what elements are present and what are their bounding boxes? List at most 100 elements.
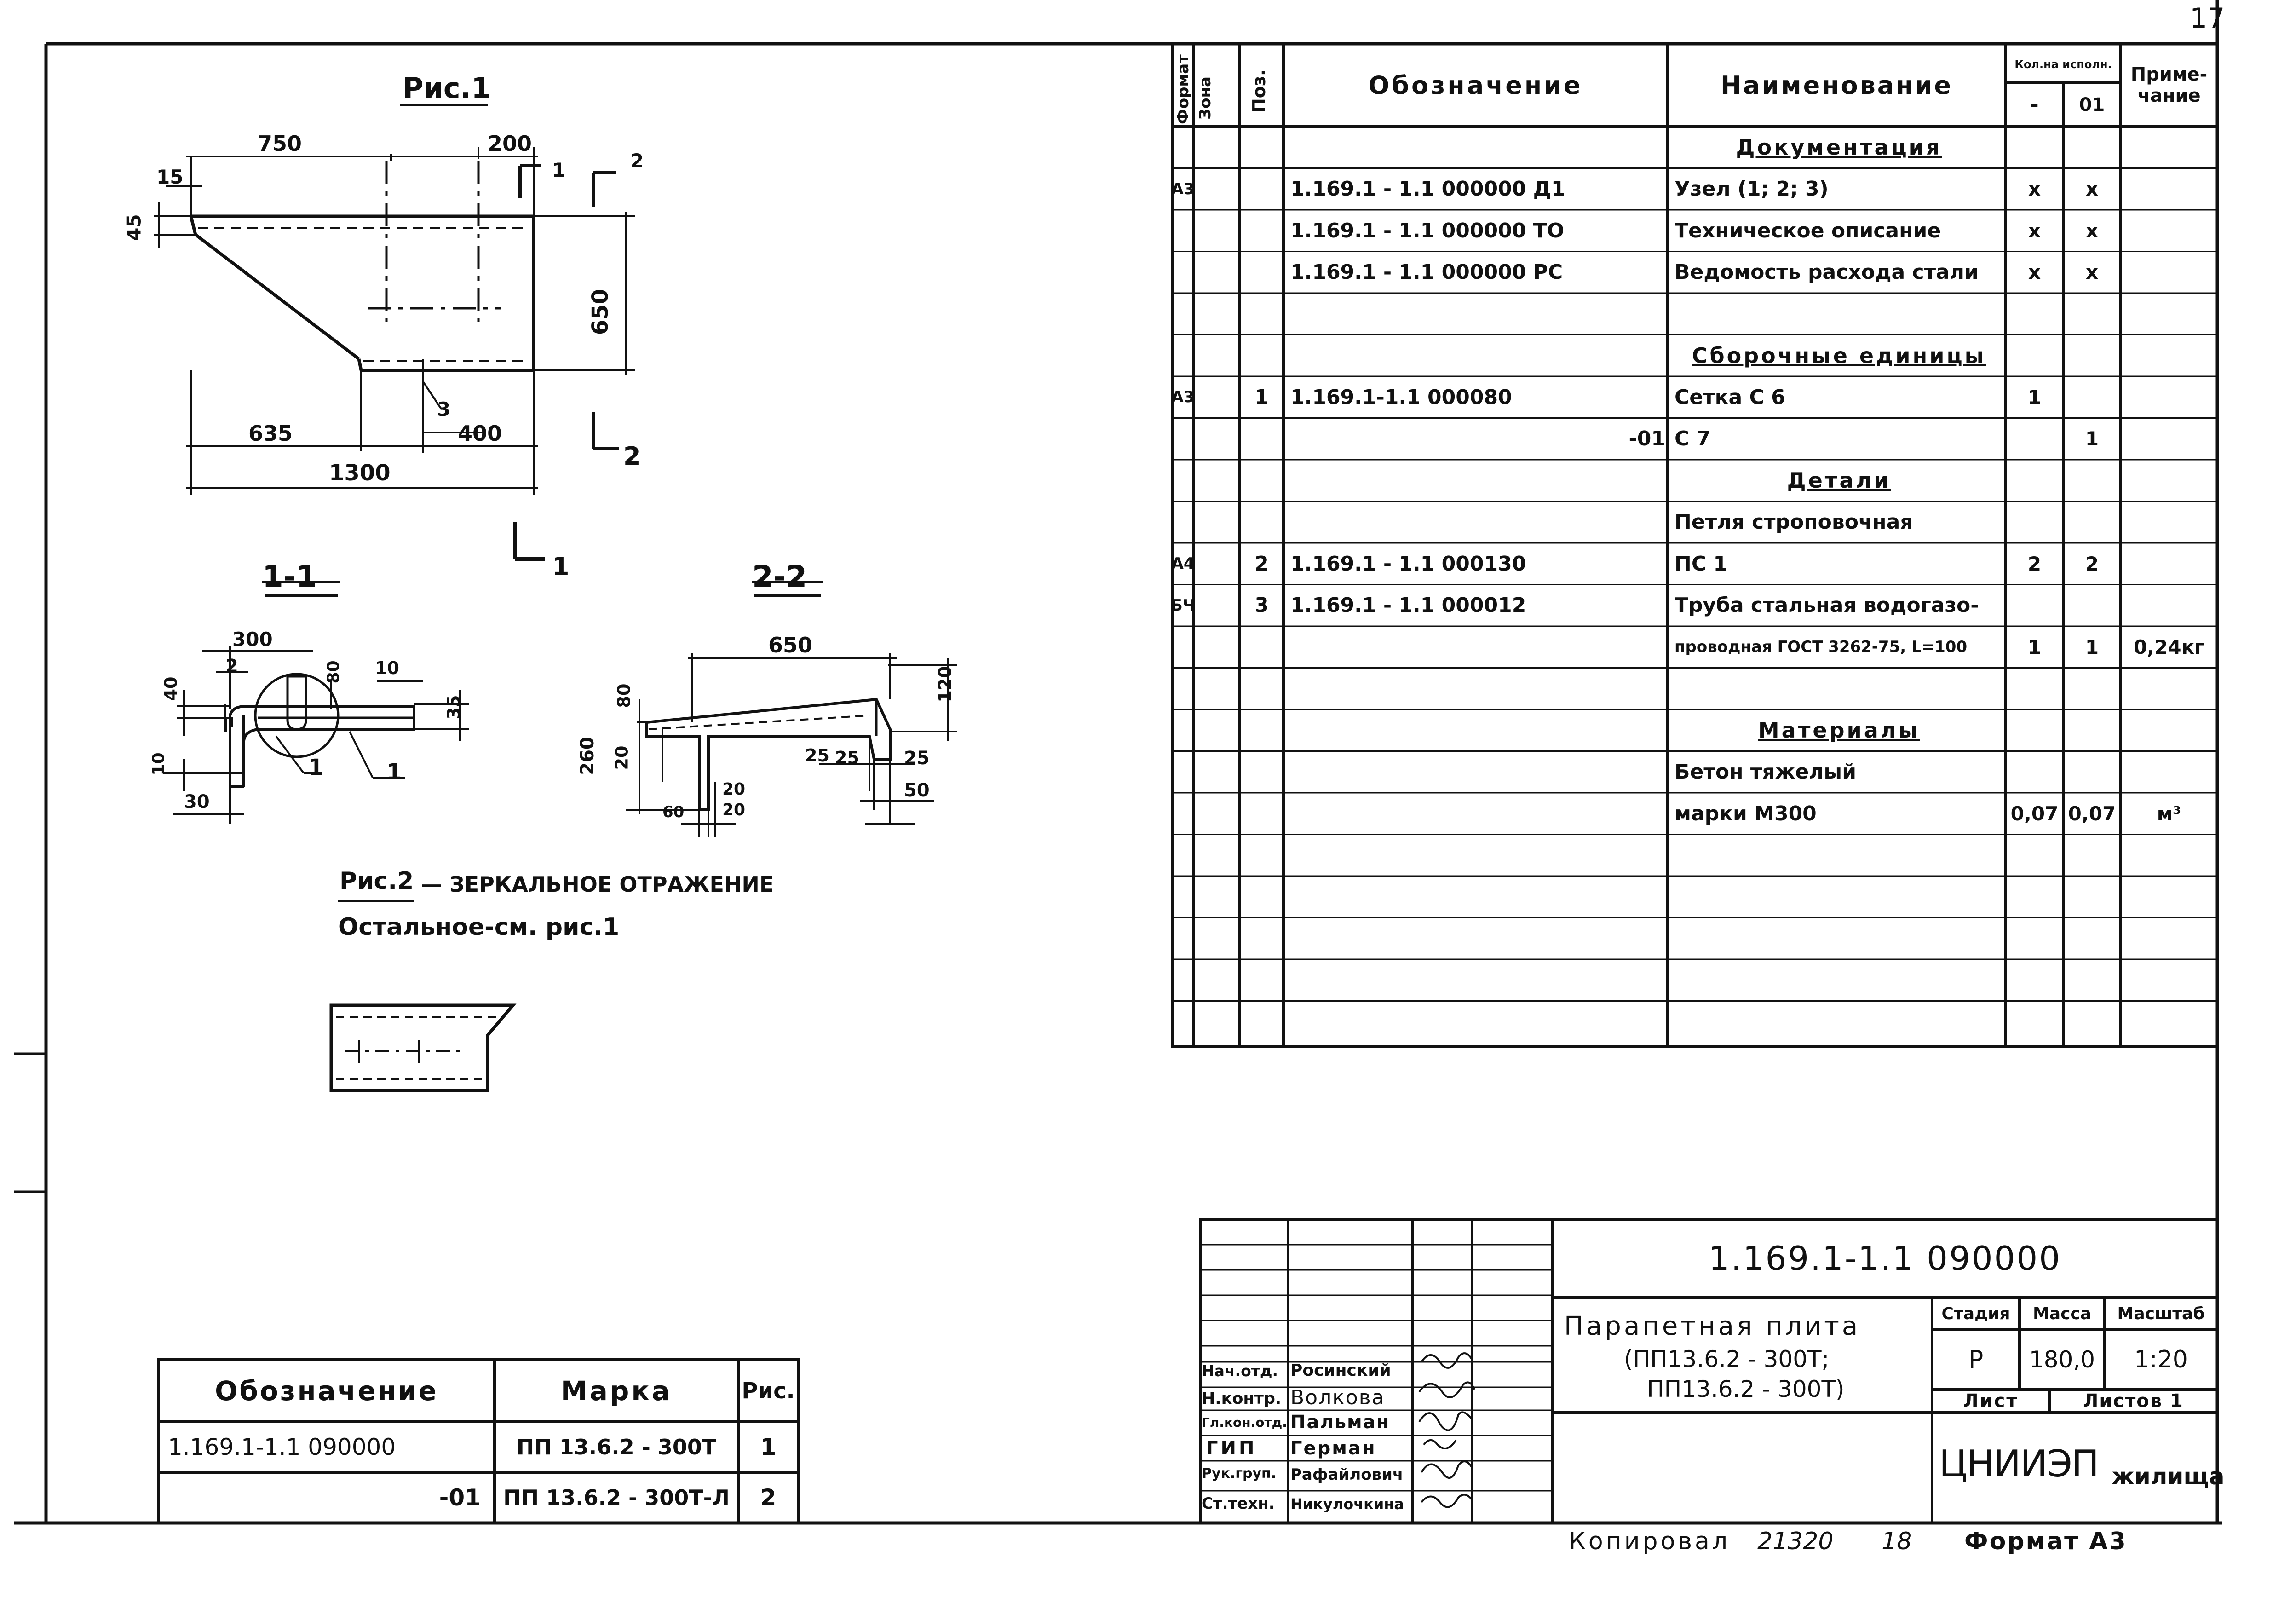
spec-cell-note	[2121, 335, 2217, 377]
spec-cell-format	[1172, 626, 1194, 668]
spec-cell-q2	[2063, 918, 2121, 960]
spec-cell-format	[1172, 502, 1194, 543]
spec-header-note: Приме-чание	[2130, 64, 2208, 106]
spec-cell-designation	[1290, 876, 1665, 918]
spec-cell-designation: -01	[1628, 427, 1666, 451]
marks-row-2-mark: ПП 13.6.2 - 300Т-Л	[503, 1485, 730, 1510]
spec-cell-pos	[1240, 626, 1283, 668]
spec-cell-q2	[2063, 335, 2121, 377]
spec-cell-note	[2121, 876, 2217, 918]
fig2-caption: — ЗЕРКАЛЬНОЕ ОТРАЖЕНИЕ	[421, 872, 774, 897]
spec-cell-format	[1172, 418, 1194, 460]
spec-cell-q2	[2063, 1001, 2121, 1043]
spec-cell-pos: 3	[1254, 594, 1269, 617]
spec-cell-q1: 2	[2027, 552, 2042, 575]
spec-cell-format	[1172, 293, 1194, 335]
role-name-1: Росинский	[1290, 1361, 1391, 1380]
spec-cell-designation	[1290, 959, 1665, 1001]
spec-cell-note	[2121, 1001, 2217, 1043]
spec-cell-note	[2121, 959, 2217, 1001]
spec-cell-q1	[2006, 918, 2063, 960]
spec-cell-q2: 2	[2085, 552, 2099, 575]
title-stage: Р	[1968, 1345, 1984, 1374]
spec-cell-pos	[1240, 210, 1283, 252]
marks-header-designation: Обозначение	[215, 1375, 438, 1407]
spec-cell-q1: x	[2028, 219, 2041, 242]
spec-cell-name	[1675, 668, 2003, 710]
sec11-drawing	[163, 581, 469, 824]
spec-header-qty-a: -	[2030, 93, 2039, 116]
marks-table-grid	[157, 1358, 800, 1524]
spec-cell-pos	[1240, 168, 1283, 210]
spec-cell-pos	[1240, 1001, 1283, 1043]
spec-cell-note	[2121, 502, 2217, 543]
sec22-dim-20b: 20	[722, 780, 746, 799]
spec-cell-q1	[2006, 959, 2063, 1001]
spec-cell-q2	[2063, 959, 2121, 1001]
sec11-dim-300: 300	[232, 628, 273, 651]
footer-copy-number: 21320	[1757, 1528, 1834, 1555]
marks-row-2-designation: -01	[439, 1484, 481, 1511]
title-sheet-label: Лист	[1963, 1390, 2019, 1412]
sec11-dim-35: 35	[443, 695, 464, 720]
spec-cell-pos	[1240, 918, 1283, 960]
sec11-label-1b: 1	[386, 759, 402, 785]
spec-cell-q1	[2006, 876, 2063, 918]
spec-cell-q1	[2006, 293, 2063, 335]
spec-cell-name: Сборочные единицы	[1692, 343, 1986, 368]
title-stage-label: Стадия	[1941, 1304, 2010, 1323]
spec-cell-format: А3	[1171, 388, 1195, 407]
spec-cell-name	[1675, 293, 2003, 335]
spec-cell-designation: 1.169.1 - 1.1 000012	[1290, 594, 1526, 617]
sec11-dim-10a: 10	[375, 658, 399, 678]
marks-row-1-fig: 1	[760, 1434, 777, 1460]
role-name-6: Никулочкина	[1290, 1495, 1404, 1513]
spec-cell-q2	[2063, 376, 2121, 418]
spec-cell-designation	[1290, 502, 1665, 543]
spec-cell-designation	[1290, 1001, 1665, 1043]
spec-cell-q2	[2063, 585, 2121, 627]
spec-cell-format	[1172, 127, 1194, 168]
sec11-dim-40: 40	[161, 676, 181, 701]
spec-cell-name	[1675, 876, 2003, 918]
spec-cell-q1: 1	[2027, 635, 2042, 658]
spec-cell-format	[1172, 959, 1194, 1001]
spec-cell-q1	[2006, 1001, 2063, 1043]
title-scale: 1:20	[2134, 1346, 2188, 1373]
spec-cell-name	[1675, 835, 2003, 877]
spec-cell-q2	[2063, 502, 2121, 543]
spec-header-zone: Зона	[1196, 76, 1214, 120]
spec-cell-q1: 0,07	[2010, 802, 2059, 825]
spec-cell-name: Ведомость расхода стали	[1675, 260, 1979, 284]
spec-cell-pos	[1240, 460, 1283, 502]
title-line-1: Парапетная плита	[1564, 1311, 1861, 1341]
role-name-5: Рафайлович	[1290, 1465, 1404, 1484]
sec22-dim-20a: 20	[611, 745, 632, 770]
spec-cell-q1	[2006, 585, 2063, 627]
role-label-4: ГИП	[1206, 1438, 1257, 1459]
spec-cell-note	[2121, 418, 2217, 460]
spec-cell-name: проводная ГОСТ 3262-75, L=100	[1675, 638, 1968, 657]
spec-cell-name: Детали	[1787, 468, 1891, 493]
spec-cell-designation: 1.169.1 - 1.1 000000 ТО	[1290, 219, 1565, 242]
dim-200: 200	[488, 131, 532, 156]
spec-cell-q2	[2063, 293, 2121, 335]
spec-cell-q2: x	[2085, 261, 2099, 284]
title-doc-code: 1.169.1-1.1 090000	[1708, 1239, 2062, 1278]
spec-cell-name: С 7	[1675, 427, 1711, 451]
spec-cell-format: А3	[1171, 179, 1195, 198]
spec-cell-format	[1172, 460, 1194, 502]
spec-header-qty-b: 01	[2079, 94, 2105, 115]
spec-cell-q2	[2063, 668, 2121, 710]
spec-cell-note	[2121, 252, 2217, 294]
spec-cell-pos	[1240, 252, 1283, 294]
spec-cell-pos	[1240, 876, 1283, 918]
spec-cell-designation: 1.169.1-1.1 000080	[1290, 385, 1512, 409]
spec-header-designation: Обозначение	[1368, 70, 1583, 100]
sec22-dim-20c: 20	[722, 801, 746, 819]
sec11-label-1a: 1	[308, 755, 324, 780]
spec-cell-name: Петля строповочная	[1675, 510, 1913, 534]
fig2-drawing	[329, 1003, 517, 1092]
spec-cell-pos	[1240, 835, 1283, 877]
